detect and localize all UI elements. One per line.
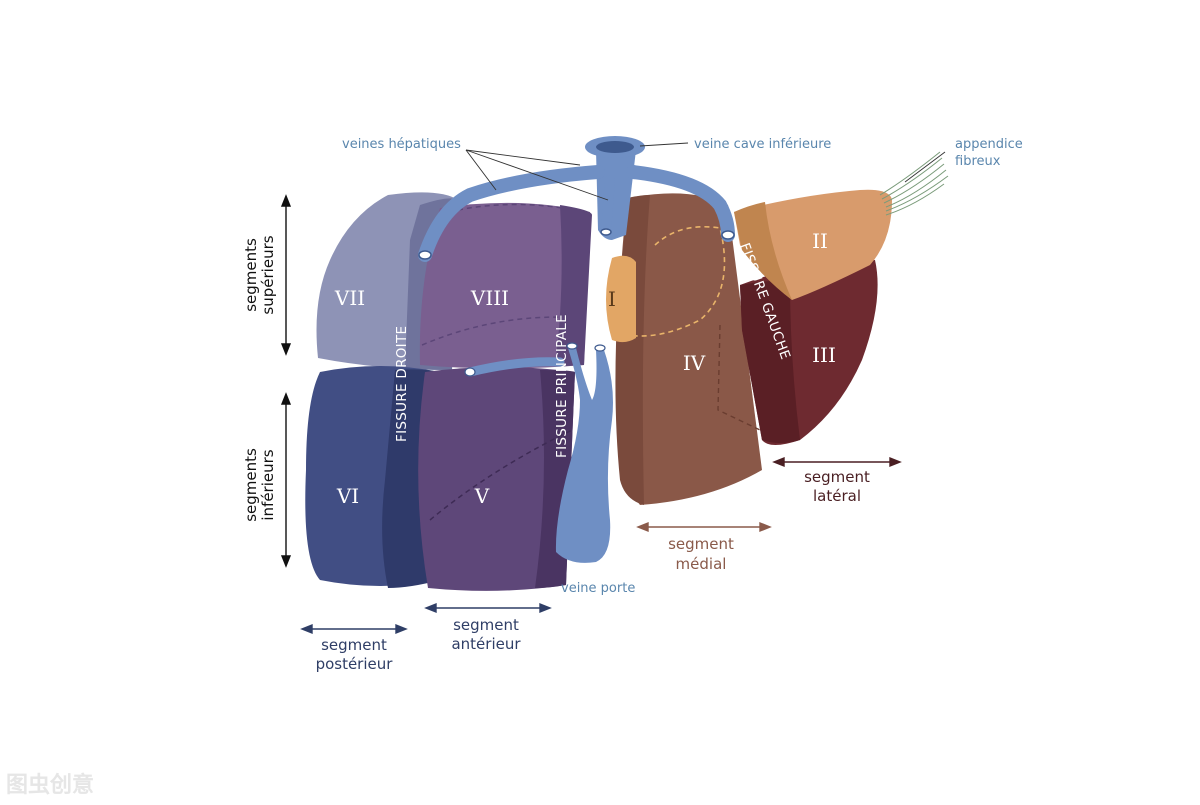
segment-posterieur-line2: postérieur [316, 655, 394, 673]
posterior-arrow [300, 623, 408, 635]
segment-vii-label: VII [334, 286, 365, 310]
segment-medial-line1: segment [668, 535, 734, 553]
segment-iii-label: III [812, 343, 836, 367]
segments-superieurs-line2: supérieurs [259, 235, 277, 314]
segment-ii [734, 189, 892, 300]
vein-openings [418, 228, 735, 260]
segment-lateral-line2: latéral [813, 487, 861, 505]
segment-anterieur-line2: antérieur [451, 635, 521, 653]
leader-lines [465, 142, 946, 201]
medial-arrow [636, 521, 772, 533]
segment-v-label: V [474, 484, 490, 508]
fibrous-appendix [879, 151, 949, 216]
segment-anterieur-line1: segment [453, 616, 519, 634]
segments-superieurs-line1: segments [242, 238, 260, 312]
segment-vi-label: VI [336, 484, 359, 508]
segment-lateral-line1: segment [804, 468, 870, 486]
appendice-label-line2: fibreux [955, 154, 1001, 169]
segment-medial-line2: médial [676, 555, 727, 573]
portal-vein [464, 342, 613, 563]
lateral-arrow [772, 456, 902, 468]
fissure-droite-label: FISSURE DROITE [394, 326, 410, 442]
veines-hepatiques-label: veines hépatiques [342, 137, 461, 152]
inferior-arrow [280, 392, 292, 568]
segment-v [418, 367, 575, 591]
segment-iii [740, 260, 878, 445]
segment-i-label: I [608, 287, 616, 311]
hepatic-veins [418, 165, 735, 262]
appendice-label-line1: appendice [955, 137, 1023, 152]
segment-viii-label: VIII [470, 286, 509, 310]
segment-posterieur-line1: segment [321, 636, 387, 654]
segments-inferieurs-line1: segments [242, 448, 260, 522]
superior-arrow [280, 194, 292, 356]
veine-cave-label: veine cave inférieure [694, 137, 831, 152]
watermark: 图虫创意 [6, 772, 94, 798]
segment-i [606, 255, 636, 343]
segments-inferieurs-line2: inférieurs [259, 449, 277, 520]
segment-viii [419, 202, 592, 369]
fissure-principale-label: FISSURE PRINCIPALE [554, 314, 570, 458]
anterior-arrow [424, 602, 552, 614]
veine-porte-label: veine porte [561, 581, 635, 596]
segment-ii-label: II [812, 229, 828, 253]
segment-iv-label: IV [683, 351, 706, 375]
